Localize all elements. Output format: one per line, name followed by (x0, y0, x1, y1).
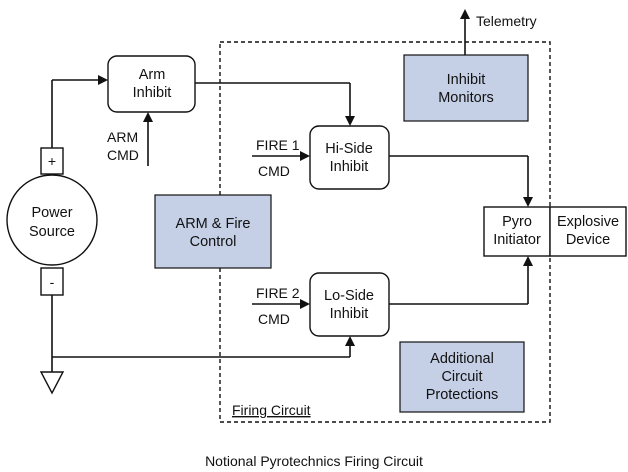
power-source-line1: Power (31, 205, 72, 221)
hi-side-inhibit-line1: Hi-Side (325, 141, 373, 157)
diagram-caption: Notional Pyrotechnics Firing Circuit (205, 453, 423, 469)
telemetry-label: Telemetry (476, 13, 537, 29)
lo-side-inhibit-line1: Lo-Side (324, 288, 374, 304)
arm-inhibit-input-arrowhead (98, 75, 108, 85)
minus-terminal-label: - (50, 274, 55, 290)
power-source-circle (6, 174, 98, 266)
inhibit-monitors-line1: Inhibit (447, 72, 486, 88)
arm-cmd-line1: ARM (107, 129, 138, 145)
hi-side-inhibit-box (309, 125, 390, 190)
plus-terminal (40, 147, 64, 175)
arm-fire-control-line1: ARM & Fire (176, 216, 251, 232)
fire1-cmd-line1: FIRE 1 (256, 137, 300, 153)
explosive-device-line2: Device (566, 232, 610, 248)
pyro-initiator-line2: Initiator (493, 232, 541, 248)
pyro-initiator-box (483, 206, 551, 257)
lo-side-inhibit-line2: Inhibit (330, 306, 369, 322)
fire2-cmd-line2: CMD (258, 311, 290, 327)
lo-side-inhibit-box (309, 272, 390, 337)
additional-protections-line2: Circuit (441, 369, 482, 385)
arm-fire-control-box (154, 194, 272, 269)
fire1-cmd-arrowhead (300, 151, 310, 161)
fire2-cmd-line1: FIRE 2 (256, 285, 300, 301)
ground-symbol (39, 371, 65, 395)
arm-inhibit-box (107, 55, 196, 113)
lo-side-bottom-arrowhead (345, 336, 355, 346)
arm-inhibit-line1: Arm (139, 67, 166, 83)
explosive-device-line1: Explosive (557, 214, 619, 230)
hi-side-inhibit-line2: Inhibit (330, 159, 369, 175)
firing-circuit-label: Firing Circuit (232, 402, 311, 418)
additional-protections-line3: Protections (426, 387, 499, 403)
inhibit-monitors-box (403, 54, 529, 122)
fire2-cmd-arrowhead (300, 299, 310, 309)
pyro-bottom-arrowhead (523, 256, 533, 266)
arm-fire-control-line2: Control (190, 234, 237, 250)
pyro-initiator-line1: Pyro (502, 214, 532, 230)
additional-protections-box (399, 341, 525, 413)
inhibit-monitors-line2: Monitors (438, 90, 494, 106)
arm-inhibit-line2: Inhibit (133, 85, 172, 101)
pyro-top-arrowhead (523, 197, 533, 207)
hi-side-top-arrowhead (345, 116, 355, 126)
arm-cmd-arrowhead (143, 112, 153, 122)
additional-protections-line1: Additional (430, 351, 494, 367)
telemetry-arrowhead (460, 9, 470, 19)
plus-terminal-label: + (48, 153, 56, 169)
explosive-device-box (549, 206, 627, 257)
fire1-cmd-line2: CMD (258, 163, 290, 179)
arm-cmd-line2: CMD (107, 147, 139, 163)
power-source-line2: Source (29, 224, 75, 240)
